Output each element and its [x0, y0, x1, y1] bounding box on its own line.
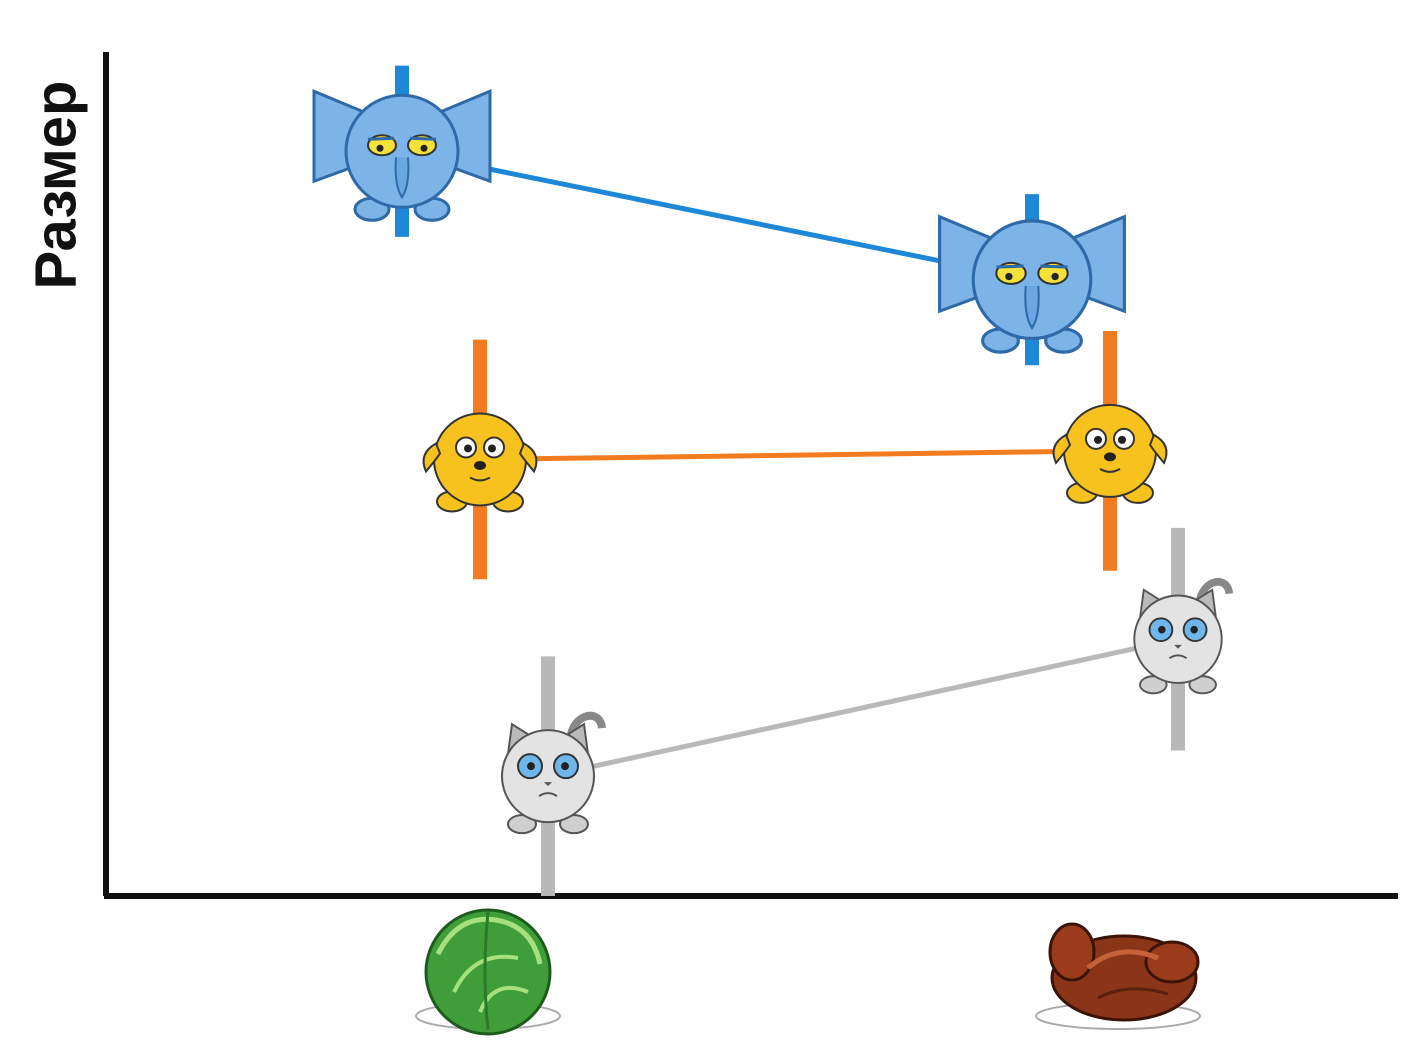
dog-icon [1052, 403, 1168, 504]
cabbage-icon [416, 910, 560, 1034]
dog-icon [422, 412, 538, 513]
elephant-series-line [401, 148, 1033, 283]
dog-series-line [479, 448, 1111, 462]
cat-icon [1134, 582, 1229, 694]
cat-icon [502, 716, 602, 833]
elephant-icon [938, 215, 1126, 354]
roast-chicken-icon [1036, 924, 1200, 1029]
cat-series-line [547, 636, 1179, 779]
y-axis-label: Размер [23, 80, 89, 290]
elephant-icon [312, 89, 492, 222]
